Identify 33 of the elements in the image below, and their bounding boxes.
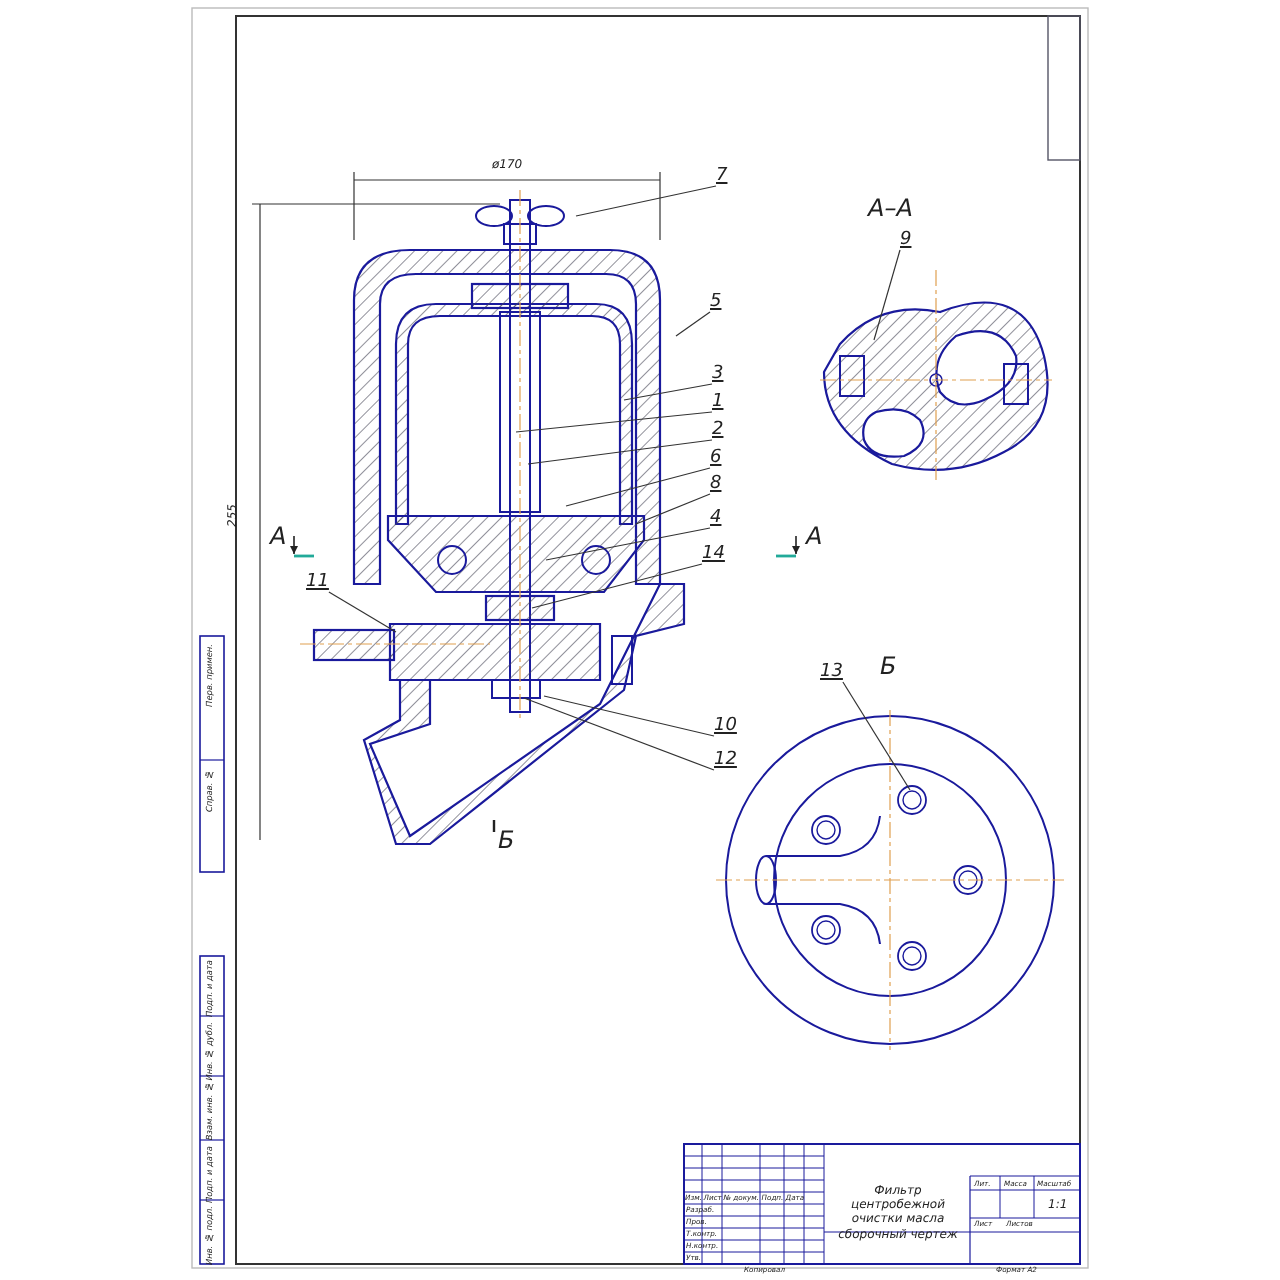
view-label: Б [498,828,515,852]
callout-number: 4 [710,510,722,528]
leader-line [565,467,711,507]
view-label: Б [880,654,897,678]
leader-line [575,185,717,217]
leader-line [635,493,711,525]
leader-line [842,681,911,791]
leader-line [531,563,703,609]
callout-number: 10 [714,718,737,736]
leader-line [545,527,711,561]
view-label: А–А [868,196,913,220]
leader-line [873,249,901,341]
callout-number: 9 [900,232,912,250]
callout-number: 6 [710,450,722,468]
leader-line [523,697,715,771]
callout-number: 5 [710,294,722,312]
callout-number: 13 [820,664,843,682]
leader-line [527,439,713,465]
leader-line [675,311,711,337]
callout-number: 3 [712,366,724,384]
callout-number: 14 [702,546,725,564]
callout-number: 12 [714,752,737,770]
callout-number: 11 [306,574,329,592]
callout-number: 1 [712,394,724,412]
leader-line [515,411,713,433]
view-label: А [806,524,823,548]
callout-number: 7 [716,168,728,186]
callout-number: 8 [710,476,722,494]
callout-number: 2 [712,422,724,440]
leader-line [328,591,397,633]
leader-line [623,383,713,401]
view-label: А [270,524,287,548]
leader-line [543,695,715,737]
